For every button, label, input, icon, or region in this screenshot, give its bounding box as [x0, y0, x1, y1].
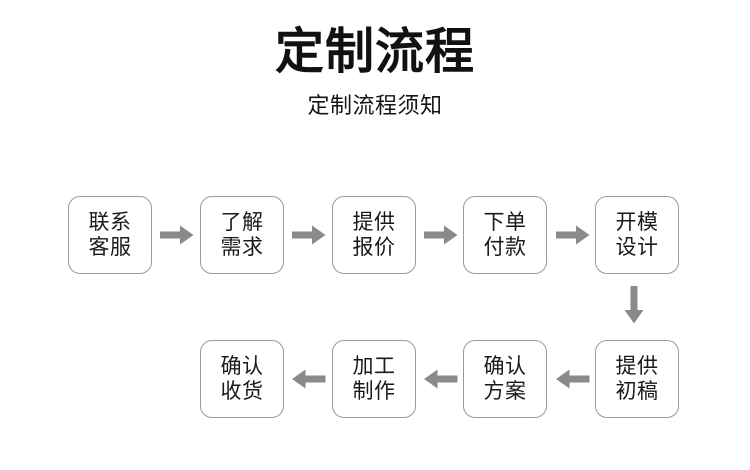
flow-node-label: 提供 报价: [352, 210, 396, 259]
page-title: 定制流程: [274, 23, 475, 80]
flow-node-confirm-plan[interactable]: 确认 方案: [463, 340, 547, 418]
arrow-left-icon: [292, 369, 326, 389]
flow-node-confirm-receipt[interactable]: 确认 收货: [200, 340, 284, 418]
flow-node-label: 确认 收货: [220, 354, 264, 403]
flow-node-order-payment[interactable]: 下单 付款: [463, 196, 547, 274]
flow-node-label: 了解 需求: [220, 210, 264, 259]
flow-node-label: 开模 设计: [615, 210, 659, 259]
arrow-right-icon: [556, 225, 590, 245]
flow-node-label: 联系 客服: [88, 210, 132, 259]
arrow-down-icon: [624, 286, 644, 324]
arrow-left-icon: [556, 369, 590, 389]
flow-node-mold-design[interactable]: 开模 设计: [595, 196, 679, 274]
arrow-left-icon: [424, 369, 458, 389]
flow-node-provide-draft[interactable]: 提供 初稿: [595, 340, 679, 418]
arrow-right-icon: [424, 225, 458, 245]
arrow-right-icon: [292, 225, 326, 245]
flow-node-label: 下单 付款: [483, 210, 527, 259]
flow-node-label: 确认 方案: [483, 354, 527, 403]
arrow-right-icon: [160, 225, 194, 245]
diagram-header: 定制流程 定制流程须知: [0, 24, 750, 122]
flow-node-provide-quote[interactable]: 提供 报价: [332, 196, 416, 274]
flow-node-manufacturing[interactable]: 加工 制作: [332, 340, 416, 418]
flow-node-label: 提供 初稿: [615, 354, 659, 403]
flow-node-contact-service[interactable]: 联系 客服: [68, 196, 152, 274]
flow-node-label: 加工 制作: [352, 354, 396, 403]
flow-node-understand-needs[interactable]: 了解 需求: [200, 196, 284, 274]
page-subtitle: 定制流程须知: [307, 94, 443, 119]
